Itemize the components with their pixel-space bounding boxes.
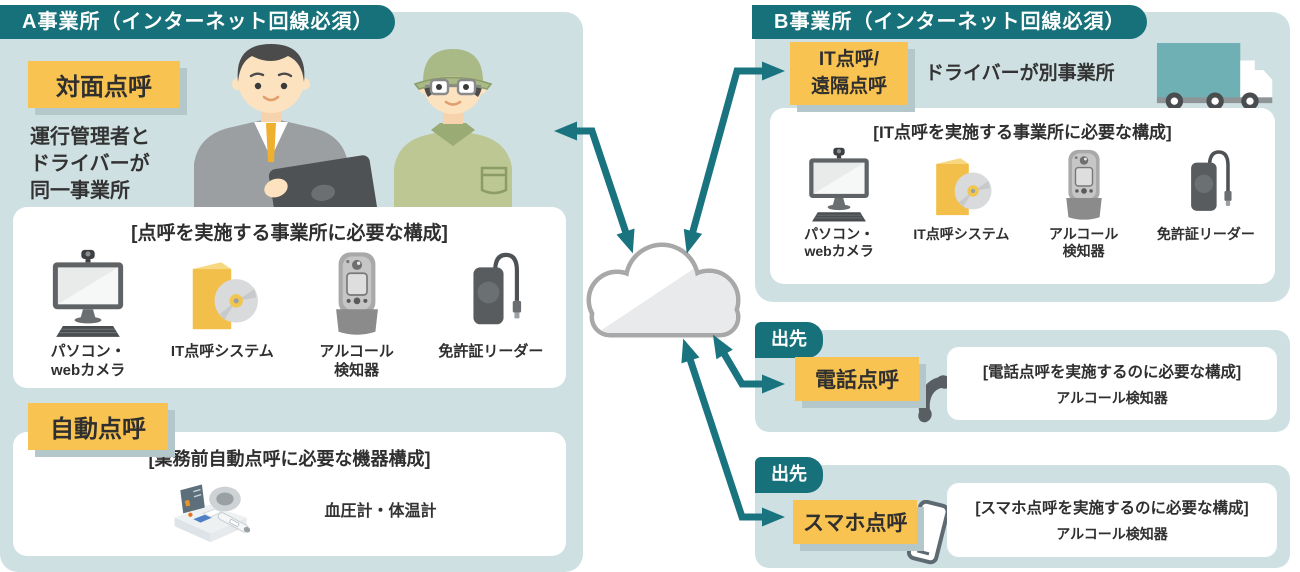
office-b-header: B事業所（インターネット回線必須） (752, 5, 1148, 39)
jidou-tenko-row: 血圧計・体温計 (13, 473, 566, 545)
jidou-tenko-label: 自動点呼 (28, 403, 168, 450)
pc-webcam-icon (42, 249, 134, 341)
truck-icon (1156, 43, 1273, 110)
jidou-item-label: 血圧計・体温計 (324, 503, 437, 520)
equipment-item: アルコール 検知器 (1023, 147, 1145, 260)
phone-requirements-title: [電話点呼を実施するのに必要な構成] (982, 364, 1242, 381)
alcohol-detector-icon (311, 249, 403, 341)
equipment-item: アルコール 検知器 (290, 249, 424, 381)
jidou-tenko-box-title: [業務前自動点呼に必要な機器構成] (148, 449, 431, 469)
equipment-item: IT点呼システム (155, 249, 289, 381)
blood-pressure-monitor-icon (175, 484, 251, 543)
equipment-items-b: パソコン・ webカメラ IT点呼システム アルコール 検知器 免許証リーダー (770, 143, 1275, 260)
equipment-item: パソコン・ webカメラ (21, 249, 155, 381)
equipment-box-b-title: [IT点呼を実施する事業所に必要な構成] (873, 123, 1172, 142)
it-tenko-description: ドライバーが別事業所 (925, 63, 1115, 84)
equipment-label: IT点呼システム (170, 343, 274, 360)
license-reader-icon (445, 249, 537, 341)
equipment-item: IT点呼システム (900, 147, 1022, 260)
it-tenko-label: IT点呼/ 遠隔点呼 (790, 42, 908, 106)
it-tenko-system-icon (922, 147, 1000, 225)
jidou-tenko-box: [業務前自動点呼に必要な機器構成] (13, 432, 566, 556)
pc-webcam-icon (800, 147, 878, 225)
smartphone-requirement-item: アルコール検知器 (1056, 526, 1168, 542)
equipment-box-a-title: [点呼を実施する事業所に必要な構成] (131, 223, 448, 244)
phone-tenko-label: 電話点呼 (795, 357, 919, 401)
equipment-box-b: [IT点呼を実施する事業所に必要な構成] パソコン・ webカメラ IT点呼シス… (770, 108, 1275, 284)
phone-section-tag: 出先 (755, 322, 823, 358)
manager-and-driver-illustration (194, 44, 512, 207)
equipment-label: 免許証リーダー (1156, 226, 1255, 242)
license-reader-icon (1167, 147, 1245, 225)
smartphone-requirements-title: [スマホ点呼を実施するのに必要な構成] (975, 500, 1249, 517)
office-b-panel: ドライバーが別事業所 [IT点呼を実施する事業所に必要な構成] パソコン・ we… (755, 12, 1290, 302)
taimen-tenko-label: 対面点呼 (28, 61, 180, 108)
equipment-box-a: [点呼を実施する事業所に必要な構成] パソコン・ webカメラ IT点呼システム… (13, 207, 566, 388)
office-a-header: A事業所（インターネット回線必須） (0, 5, 396, 39)
internet-cloud-icon (586, 242, 741, 338)
alcohol-detector-icon (1045, 147, 1123, 225)
phone-section-panel: [電話点呼を実施するのに必要な構成] アルコール検知器 (755, 330, 1290, 432)
equipment-item: パソコン・ webカメラ (778, 147, 900, 260)
cloud-shading (594, 247, 736, 333)
phone-requirements-box: [電話点呼を実施するのに必要な構成] アルコール検知器 (947, 347, 1277, 420)
taimen-description: 運行管理者と ドライバーが 同一事業所 (30, 124, 150, 205)
equipment-item: 免許証リーダー (1145, 147, 1267, 260)
equipment-label: IT点呼システム (913, 226, 1010, 242)
it-tenko-system-icon (176, 249, 268, 341)
equipment-label: 免許証リーダー (438, 343, 544, 360)
taimen-desc-line: ドライバーが (30, 153, 150, 175)
phone-requirement-item: アルコール検知器 (1056, 390, 1168, 406)
office-a-panel: 運行管理者と ドライバーが 同一事業所 (0, 12, 583, 572)
equipment-item: 免許証リーダー (424, 249, 558, 381)
equipment-label: パソコン・ webカメラ (804, 226, 875, 259)
smartphone-requirements-box: [スマホ点呼を実施するのに必要な構成] アルコール検知器 (947, 483, 1277, 557)
equipment-label: アルコール 検知器 (319, 343, 394, 379)
smartphone-section-tag: 出先 (755, 457, 823, 493)
equipment-label: アルコール 検知器 (1048, 226, 1119, 259)
taimen-desc-line: 運行管理者と (30, 126, 150, 148)
smartphone-tenko-label: スマホ点呼 (793, 500, 918, 544)
equipment-label: パソコン・ webカメラ (50, 343, 126, 379)
taimen-desc-line: 同一事業所 (30, 180, 130, 202)
equipment-items-a: パソコン・ webカメラ IT点呼システム アルコール 検知器 免許証リーダー (13, 245, 566, 381)
